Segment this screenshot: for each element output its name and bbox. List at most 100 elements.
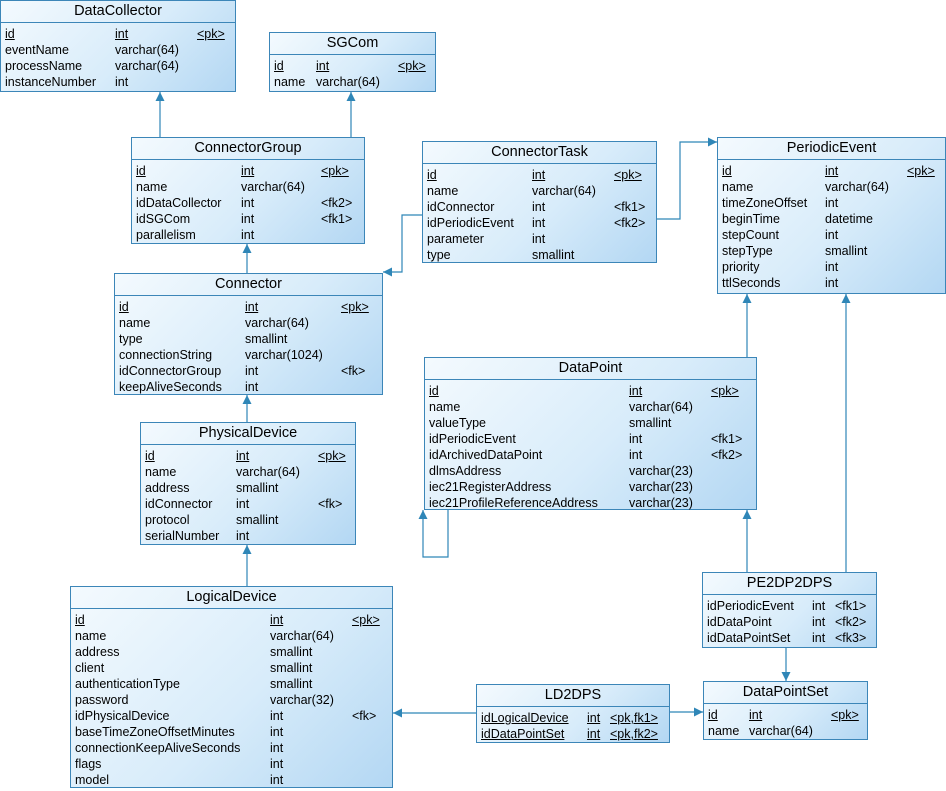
column-type: varchar(23) — [629, 464, 693, 478]
column-type: smallint — [236, 481, 279, 495]
column-key: <pk> — [398, 59, 426, 73]
column-type: int — [241, 212, 255, 226]
column-name: idConnector — [427, 200, 495, 214]
column-type: int — [629, 448, 643, 462]
column-type: int — [532, 200, 546, 214]
column-row: protocol smallint — [145, 512, 351, 528]
column-type: int — [270, 613, 284, 627]
column-name: connectionString — [119, 348, 213, 362]
column-name: name — [136, 180, 168, 194]
column-type: int — [825, 260, 839, 274]
column-name: name — [75, 629, 107, 643]
column-type: varchar(64) — [241, 180, 305, 194]
table-title: DataPointSet — [704, 682, 867, 704]
column-name: beginTime — [722, 212, 780, 226]
column-type: int — [270, 773, 284, 787]
column-name: idDataPoint — [707, 615, 772, 629]
column-type: int — [749, 708, 763, 722]
column-type: varchar(64) — [749, 724, 813, 738]
column-type: varchar(64) — [115, 43, 179, 57]
column-key: <pk> — [318, 449, 346, 463]
column-name: parameter — [427, 232, 484, 246]
column-name: id — [119, 300, 129, 314]
table-title: PhysicalDevice — [141, 423, 355, 445]
column-key: <pk> — [352, 613, 380, 627]
column-key: <fk1> — [711, 432, 743, 446]
column-key: <fk1> — [321, 212, 353, 226]
column-type: smallint — [270, 661, 313, 675]
column-key: <fk3> — [835, 631, 867, 645]
column-key: <fk2> — [835, 615, 867, 629]
column-name: protocol — [145, 513, 190, 527]
column-type: varchar(64) — [316, 75, 380, 89]
column-type: int — [316, 59, 330, 73]
column-type: varchar(64) — [825, 180, 889, 194]
column-key: <pk> — [341, 300, 369, 314]
column-key: <fk2> — [321, 196, 353, 210]
column-type: varchar(64) — [115, 59, 179, 73]
column-type: int — [825, 196, 839, 210]
column-name: id — [429, 384, 439, 398]
column-name: iec21RegisterAddress — [429, 480, 552, 494]
column-name: idDataPointSet — [707, 631, 791, 645]
column-type: smallint — [236, 513, 279, 527]
column-key: <fk> — [318, 497, 343, 511]
column-type: int — [245, 300, 259, 314]
column-type: datetime — [825, 212, 873, 226]
column-key: <pk> — [907, 164, 935, 178]
column-name: id — [5, 27, 15, 41]
column-key: <fk1> — [835, 599, 867, 613]
column-type: int — [629, 384, 643, 398]
column-type: varchar(64) — [629, 400, 693, 414]
column-name: name — [145, 465, 177, 479]
column-name: keepAliveSeconds — [119, 380, 222, 394]
column-name: parallelism — [136, 228, 196, 242]
column-type: int — [270, 725, 284, 739]
column-key: <fk2> — [614, 216, 646, 230]
column-key: <fk1> — [614, 200, 646, 214]
table-title: Connector — [115, 274, 382, 296]
column-type: int — [270, 757, 284, 771]
column-type: smallint — [270, 677, 313, 691]
table-title: SGCom — [270, 33, 435, 55]
column-type: varchar(23) — [629, 496, 693, 510]
column-type: int — [236, 449, 250, 463]
column-key: <pk,fk1> — [610, 711, 658, 725]
column-type: int — [241, 164, 255, 178]
column-type: varchar(64) — [532, 184, 596, 198]
column-name: idLogicalDevice — [481, 711, 569, 725]
